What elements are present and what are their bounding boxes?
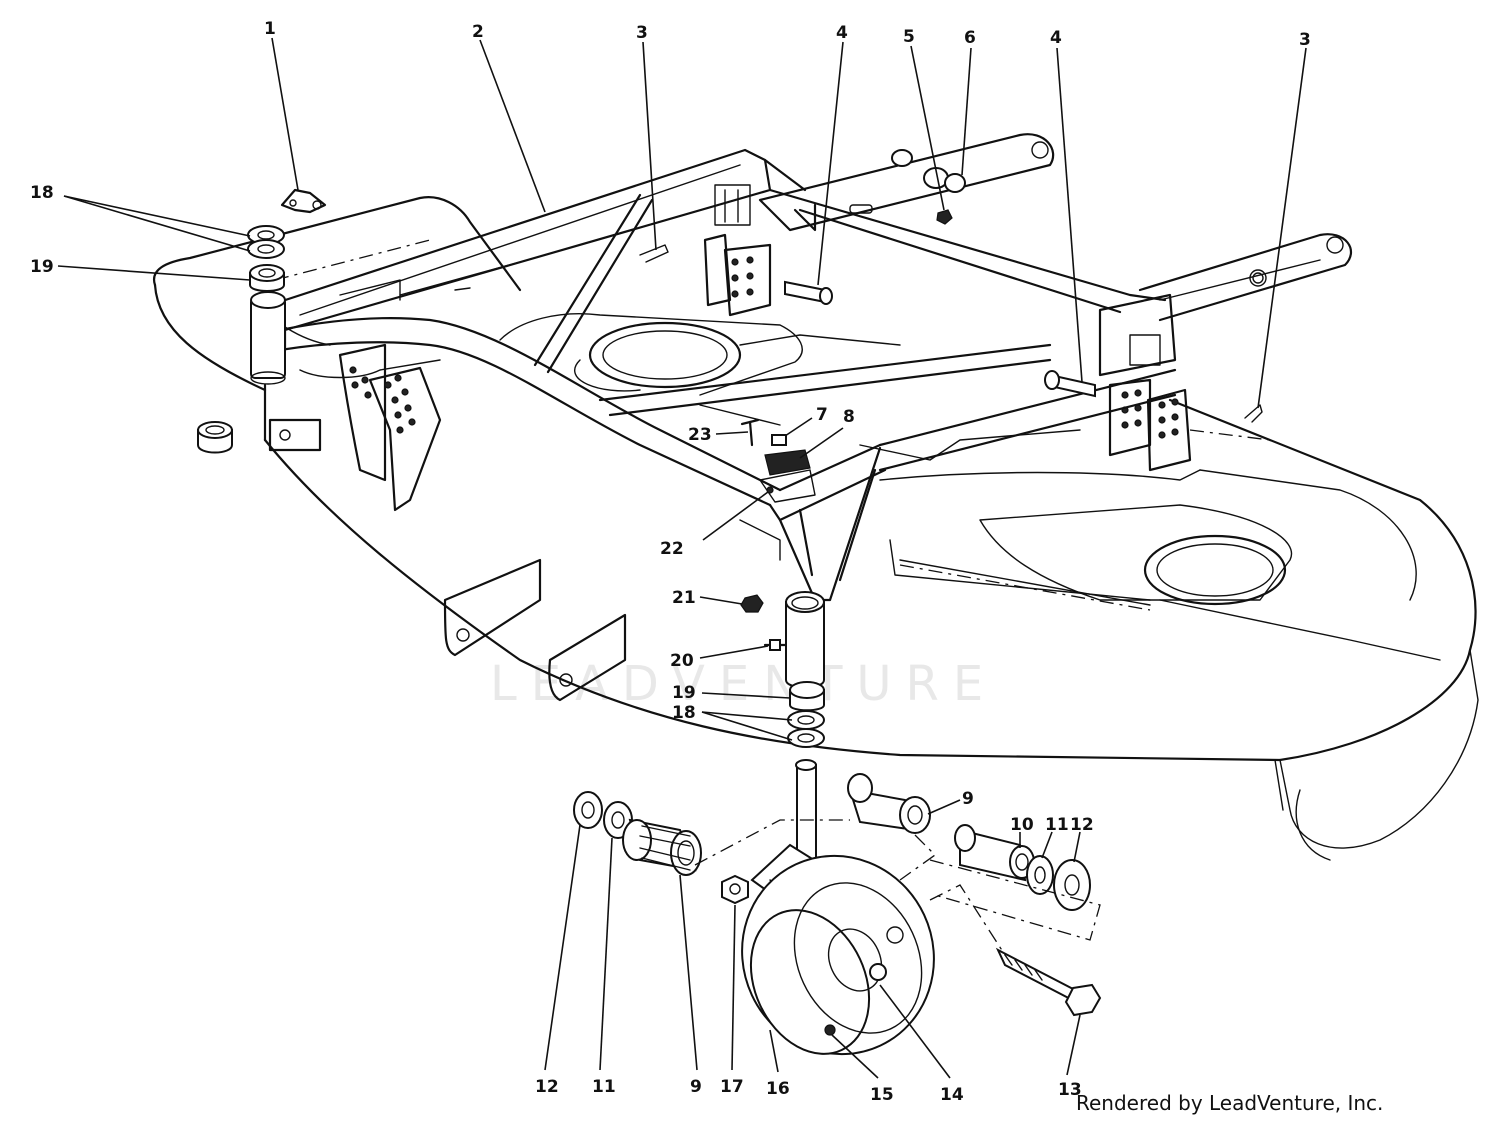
callout-6: 6	[964, 28, 976, 48]
callout-3a: 3	[636, 23, 648, 43]
hardware	[197, 188, 1263, 748]
callout-18b: 18	[672, 703, 696, 723]
callout-1: 1	[264, 19, 276, 39]
callout-19b: 19	[672, 683, 696, 703]
callout-9b: 9	[690, 1077, 702, 1097]
callout-4b: 4	[1050, 28, 1062, 48]
callout-5: 5	[903, 27, 915, 47]
callout-13: 13	[1058, 1080, 1082, 1100]
hitch-arms	[758, 133, 1352, 322]
callout-21: 21	[672, 588, 696, 608]
callout-labels: 1 2 3 3 4 4 5 6 7 8 9 9 10 11 11 12 12 1…	[30, 19, 1311, 1105]
callout-18a: 18	[30, 183, 54, 203]
callout-11b: 11	[592, 1077, 616, 1097]
callout-9a: 9	[962, 789, 974, 809]
callout-7: 7	[816, 405, 828, 425]
callout-12a: 12	[1070, 815, 1094, 835]
credit-text: Rendered by LeadVenture, Inc.	[1076, 1091, 1384, 1115]
callout-10: 10	[1010, 815, 1034, 835]
callout-22: 22	[660, 539, 684, 559]
leader-lines	[57, 37, 1307, 1079]
callout-16: 16	[766, 1079, 790, 1099]
callout-17: 17	[720, 1077, 744, 1097]
caster-wheel-assembly	[573, 759, 1102, 1056]
callout-12b: 12	[535, 1077, 559, 1097]
mower-deck	[152, 196, 1479, 861]
callout-8: 8	[843, 407, 855, 427]
callout-19a: 19	[30, 257, 54, 277]
callout-14: 14	[940, 1085, 964, 1105]
callout-4a: 4	[836, 23, 848, 43]
watermark: LEADVENTURE	[490, 656, 997, 712]
callout-3b: 3	[1299, 30, 1311, 50]
callout-15: 15	[870, 1085, 894, 1105]
callout-23: 23	[688, 425, 712, 445]
callout-20: 20	[670, 651, 694, 671]
callout-11a: 11	[1045, 815, 1069, 835]
deck-frame	[250, 148, 1177, 689]
callout-2: 2	[472, 22, 484, 42]
